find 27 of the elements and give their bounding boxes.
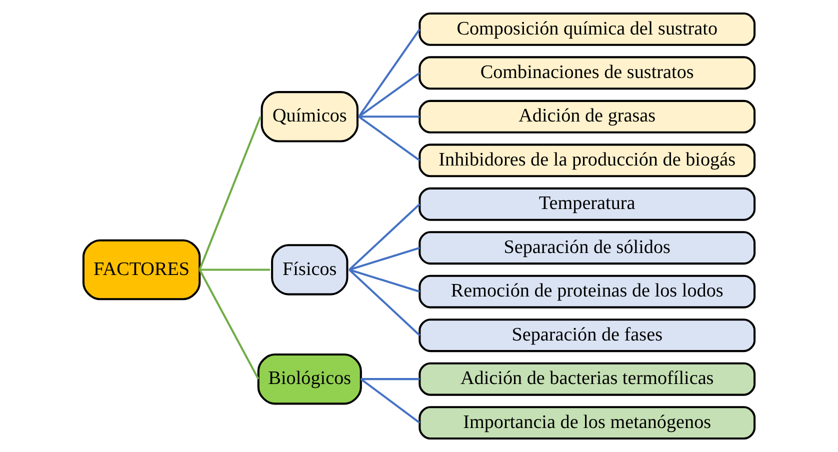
connector (200, 268, 270, 271)
connector (348, 268, 420, 336)
connector (358, 28, 421, 118)
connector (349, 246, 420, 271)
node-box: Remoción de proteinas de los lodos (418, 274, 756, 308)
connector (348, 268, 420, 293)
connector (358, 116, 420, 118)
connector (360, 378, 420, 424)
node-box: Combinaciones de sustratos (418, 56, 756, 90)
connector (360, 378, 420, 380)
node-box: Adición de bacterias termofílicas (418, 362, 756, 396)
node-box: Químicos (260, 91, 359, 142)
node-box: Adición de grasas (418, 100, 756, 134)
node-box: Inhibidores de la producción de biogás (418, 144, 756, 178)
connector (358, 72, 420, 118)
node-box: Temperatura (418, 187, 756, 221)
node-box: Composición química del sustrato (418, 12, 756, 46)
node-box: Importancia de los metanógenos (418, 406, 756, 440)
node-box: Biológicos (257, 353, 362, 405)
node-box: Físicos (271, 244, 348, 296)
connector (348, 203, 420, 270)
node-box: FACTORES (82, 239, 201, 300)
node-box: Separación de sólidos (418, 231, 756, 265)
connector (198, 116, 262, 270)
connector (358, 116, 420, 162)
connector (198, 269, 260, 380)
node-box: Separación de fases (418, 318, 756, 352)
